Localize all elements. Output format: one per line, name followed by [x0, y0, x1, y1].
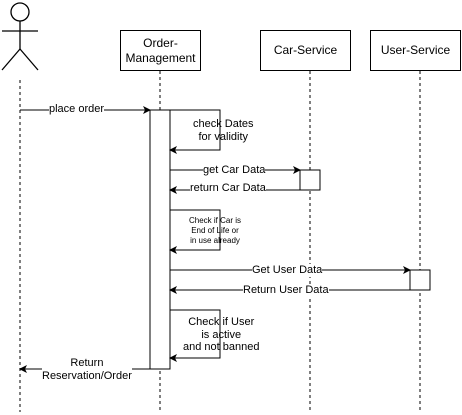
place-order-label: place order [49, 103, 105, 116]
check-car-line3: in use already [190, 236, 240, 245]
return-user-data-label: Return User Data [243, 284, 329, 297]
check-car-line2: End of Life or [191, 226, 239, 235]
return-car-data-label: return Car Data [190, 182, 266, 195]
check-user-self-arrow [169, 309, 221, 362]
check-car-label: Check if Car is End of Life or in use al… [189, 216, 241, 246]
user-actor-icon [1, 2, 39, 71]
check-user-label: Check if User is active and not banned [183, 316, 259, 354]
get-car-data-label: get Car Data [203, 164, 266, 177]
return-reservation-line2: Reservation/Order [42, 369, 132, 382]
check-car-line1: Check if Car is [189, 216, 242, 225]
order-management-label-line2: Management [125, 50, 196, 65]
check-dates-self-arrow [169, 109, 221, 154]
check-user-line2: is active [201, 328, 242, 341]
check-dates-line2: for validity [198, 130, 249, 143]
car-service-participant: Car-Service [260, 30, 351, 71]
user-service-participant: User-Service [370, 30, 461, 71]
check-user-line1: Check if User [188, 316, 255, 328]
order-management-label-line1: Order- [143, 36, 178, 51]
order-management-activation [149, 109, 171, 370]
get-user-data-label: Get User Data [252, 264, 323, 277]
user-service-activation [409, 269, 431, 291]
user-service-label: User-Service [380, 43, 451, 58]
check-car-self-arrow [169, 209, 221, 254]
check-dates-line1: check Dates [193, 118, 254, 130]
car-service-activation [299, 169, 321, 191]
check-user-line3: and not banned [183, 341, 260, 354]
order-management-participant: Order- Management [120, 30, 201, 71]
return-reservation-line1: Return [42, 357, 132, 370]
return-reservation-label: Return Reservation/Order [42, 357, 132, 382]
car-service-label: Car-Service [273, 43, 338, 58]
check-dates-label: check Dates for validity [193, 118, 254, 143]
